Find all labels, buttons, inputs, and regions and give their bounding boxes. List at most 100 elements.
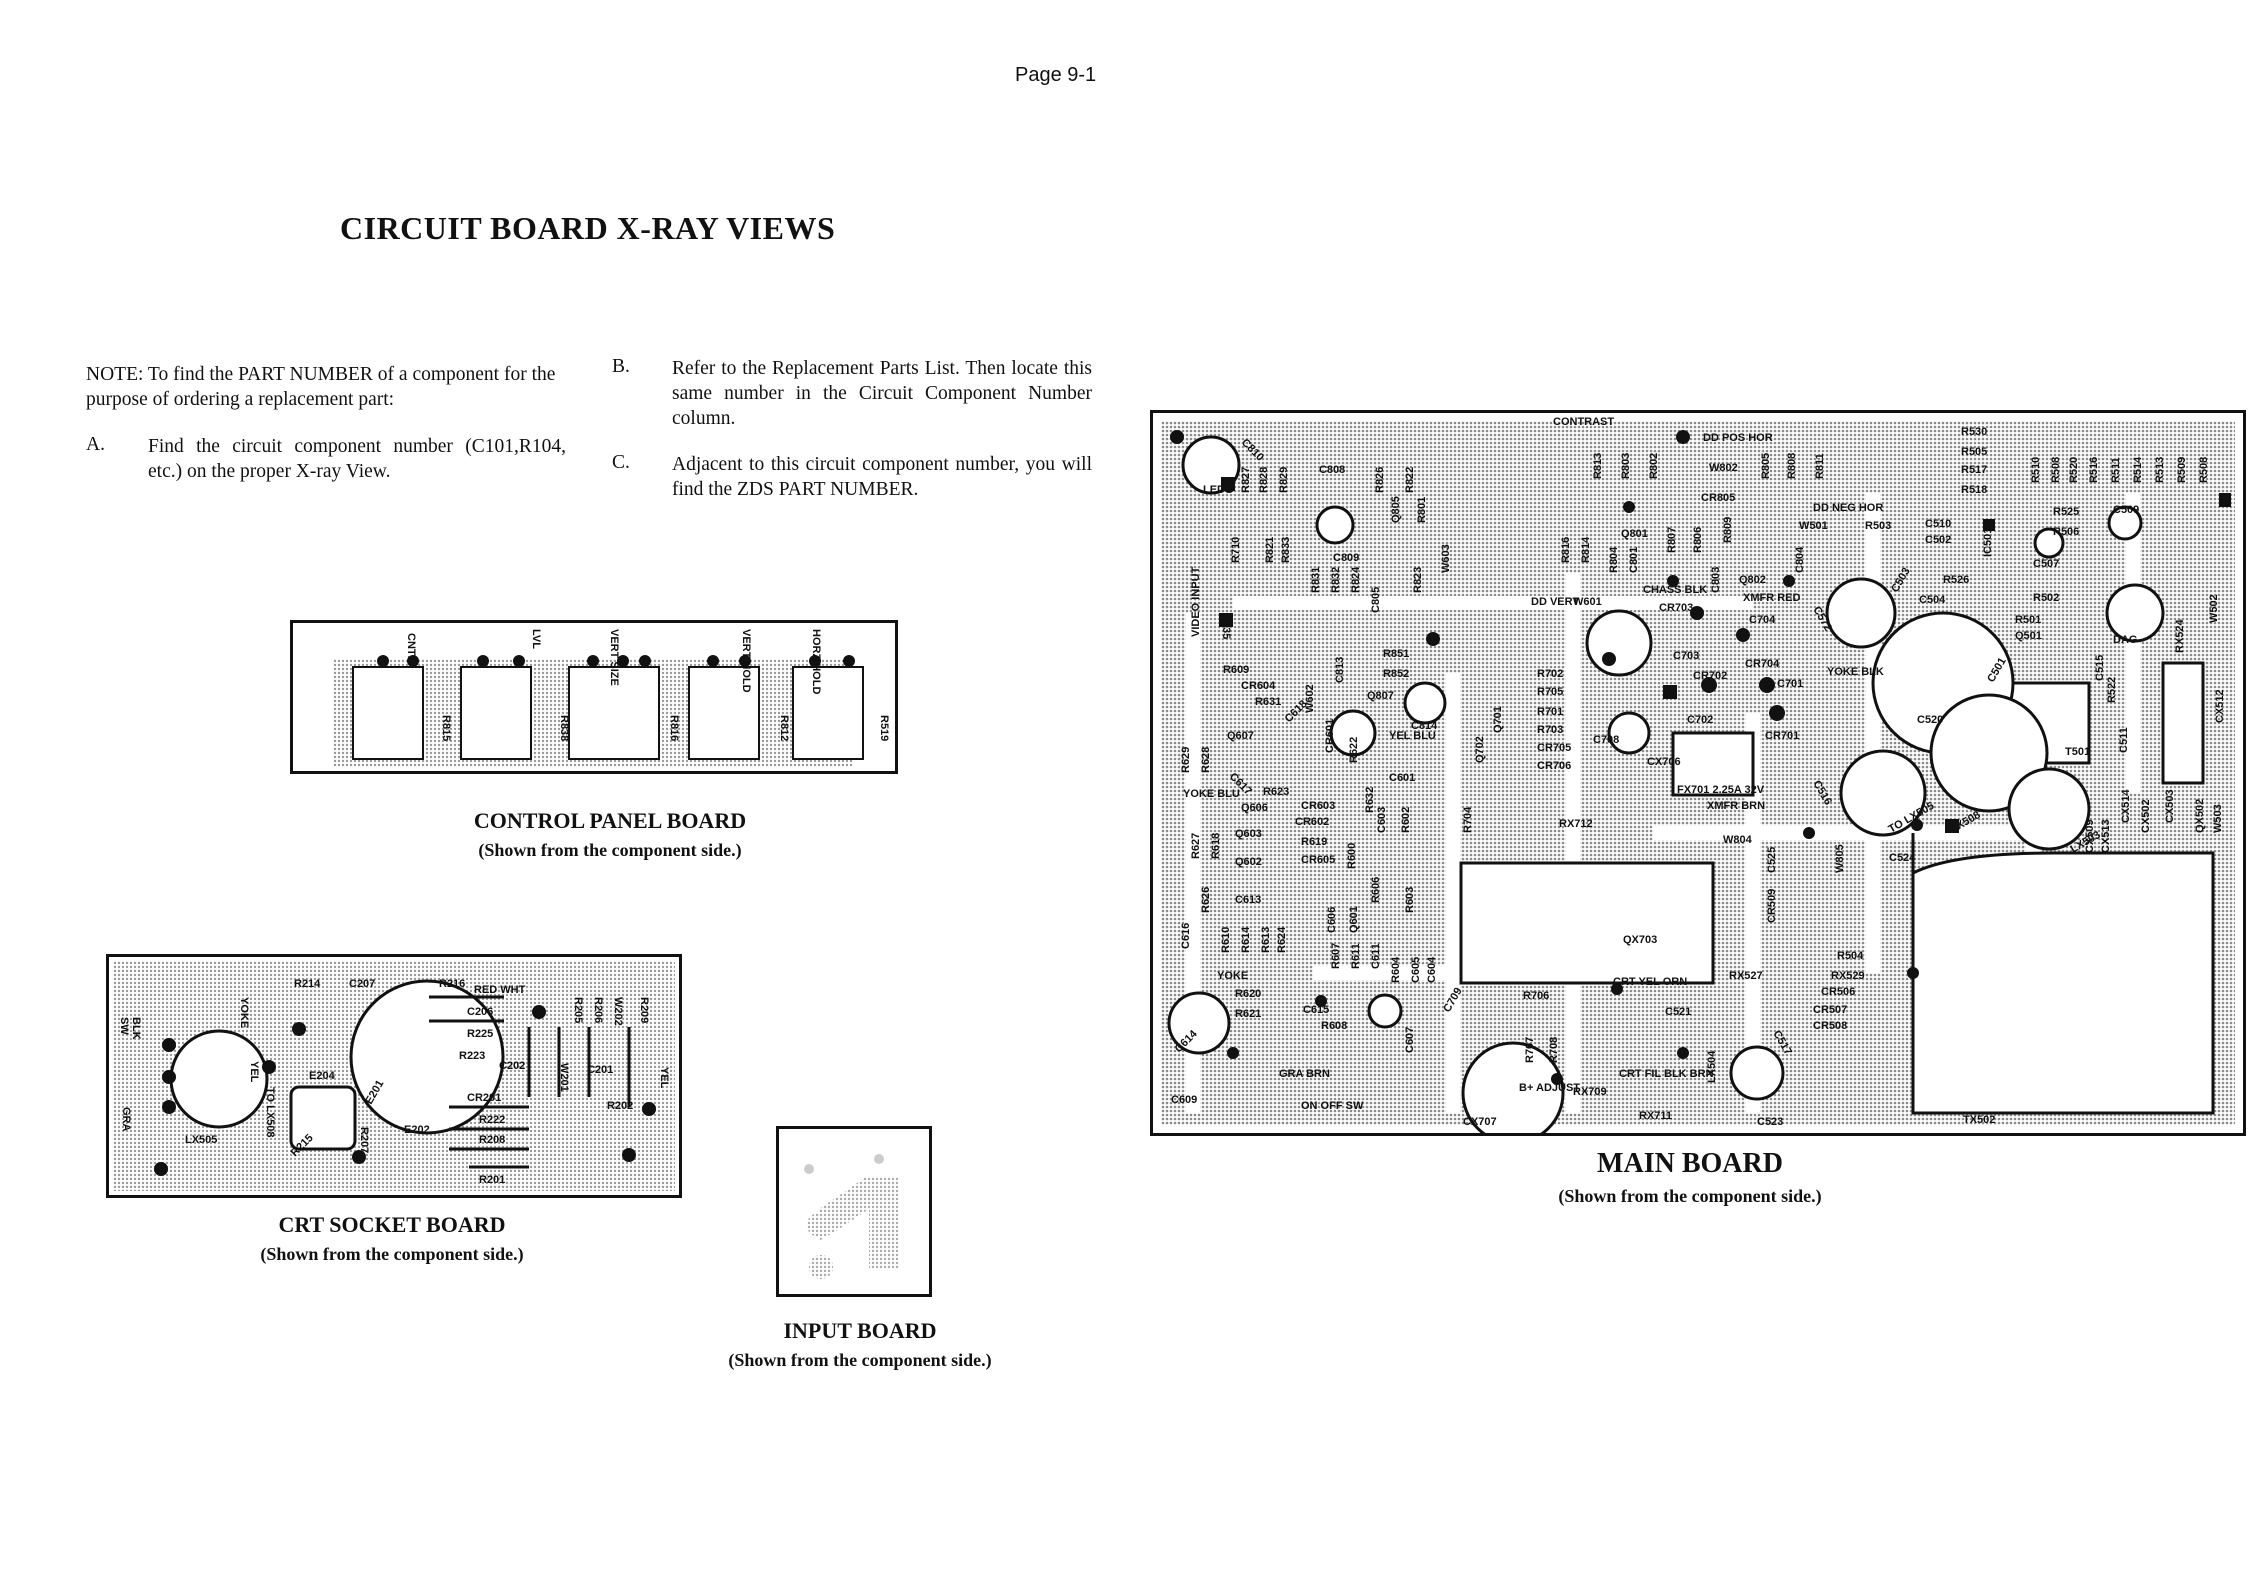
main-label-w804: W804 [1723, 834, 1753, 846]
input-board-caption: INPUT BOARD (Shown from the component si… [640, 1318, 1080, 1371]
main-label-cx707: CX707 [1463, 1116, 1497, 1128]
main-label-rx527: RX527 [1729, 970, 1763, 982]
main-label-r802: R802 [1648, 453, 1660, 479]
main-label-c525: C525 [1766, 847, 1778, 873]
main-label-c704: C704 [1749, 614, 1776, 626]
main-label-r501: R501 [2015, 614, 2041, 626]
main-label-c510: C510 [1925, 518, 1951, 530]
main-label-r710: R710 [1230, 537, 1242, 563]
step-b-text: Refer to the Replacement Parts List. The… [672, 358, 1092, 429]
step-c-letter: C. [612, 452, 630, 473]
main-label-dd-vert: DD VERT [1531, 596, 1580, 608]
main-label-crt-yel-orn: CRT YEL ORN [1613, 976, 1687, 988]
crt-label-yel: YEL [248, 1061, 260, 1083]
main-label-q607: Q607 [1227, 730, 1254, 742]
cp-label-vert-hold: VERT HOLD [740, 629, 752, 693]
crt-label-c206: C206 [467, 1006, 493, 1018]
main-label-w601: W601 [1573, 596, 1602, 608]
main-label-r514: R514 [2132, 456, 2144, 483]
main-label-r606: R606 [1370, 877, 1382, 903]
main-label-q602: Q602 [1235, 856, 1262, 868]
crt-label-red-wht: RED WHT [474, 984, 526, 996]
main-label-c515: C515 [2094, 655, 2106, 681]
crt-label-r208: R208 [479, 1134, 505, 1146]
main-label-r823: R823 [1412, 567, 1424, 593]
main-label-cr605: CR605 [1301, 854, 1335, 866]
main-label-r833: R833 [1280, 537, 1292, 563]
main-label-c601: C601 [1389, 772, 1415, 784]
crt-label-to-lx508: TO LX508 [264, 1087, 276, 1138]
main-label-w502: W502 [2208, 594, 2220, 623]
main-label-c615: C615 [1303, 1004, 1329, 1016]
main-label-r808: R808 [1786, 453, 1798, 479]
main-label-r852: R852 [1383, 668, 1409, 680]
main-label-r607: R607 [1330, 943, 1342, 969]
main-label-c809: C809 [1333, 552, 1359, 564]
crt-label-w201: W201 [558, 1063, 570, 1092]
main-label-r807: R807 [1666, 527, 1678, 553]
main-label-c605: C605 [1410, 957, 1422, 983]
step-a-text: Find the circuit component number (C101,… [148, 436, 566, 482]
main-label-r824: R824 [1350, 566, 1362, 593]
main-board-title: MAIN BOARD [1597, 1148, 1783, 1179]
main-label-r632: R632 [1364, 787, 1376, 813]
main-label-r603: R603 [1404, 887, 1416, 913]
main-label-yoke: YOKE [1217, 970, 1248, 982]
input-board-subtitle: (Shown from the component side.) [728, 1350, 992, 1370]
main-label-r506: R506 [2053, 526, 2079, 538]
main-label-c521: C521 [1665, 1006, 1691, 1018]
crt-label-r206: R206 [592, 997, 604, 1023]
main-label-r505: R505 [1961, 446, 1987, 458]
main-label-r706: R706 [1523, 990, 1549, 1002]
main-label-cr805: CR805 [1701, 492, 1735, 504]
main-label-q805: Q805 [1390, 496, 1402, 523]
main-label-r504: R504 [1837, 950, 1864, 962]
main-label-xmfr-red: XMFR RED [1743, 592, 1801, 604]
main-board: CONTRAST C810 R827 R828 R829 C808 R826 R… [1150, 410, 2246, 1136]
main-label-r513: R513 [2154, 457, 2166, 483]
main-label-r525: R525 [2053, 506, 2079, 518]
main-label-r826: R826 [1374, 467, 1386, 493]
crt-label-r223: R223 [459, 1050, 485, 1062]
main-label-dd-neg-hor: DD NEG HOR [1813, 502, 1883, 514]
main-label-r620: R620 [1235, 988, 1261, 1000]
main-label-dag: DAG [2113, 634, 2137, 646]
main-label-r609: R609 [1223, 664, 1249, 676]
main-label-cx513: CX513 [2100, 819, 2112, 853]
main-label-yoke-blk: YOKE BLK [1827, 666, 1884, 678]
main-label-c504: C504 [1919, 594, 1946, 606]
main-label-c603: C603 [1376, 807, 1388, 833]
main-label-on-off-sw: ON OFF SW [1301, 1100, 1364, 1112]
cp-label-cntr: CNTR [405, 633, 417, 664]
crt-label-sw: SW [118, 1017, 130, 1035]
cp-label-r519: R519 [878, 715, 890, 741]
main-label-q606: Q606 [1241, 802, 1268, 814]
main-label-r516: R516 [2088, 457, 2100, 483]
main-label-r520: R520 [2068, 457, 2080, 483]
crt-label-r209: R209 [638, 997, 650, 1023]
crt-label-r202: R202 [607, 1100, 633, 1112]
control-panel-caption: CONTROL PANEL BOARD (Shown from the comp… [390, 808, 830, 861]
main-label-r613: R613 [1260, 927, 1272, 953]
main-label-q501: Q501 [2015, 630, 2042, 642]
crt-label-r207: R207 [358, 1127, 370, 1153]
main-label-crt-fil: CRT FIL BLK BRN [1619, 1068, 1714, 1080]
crt-label-r216: R216 [439, 978, 465, 990]
main-label-r608: R608 [1321, 1020, 1347, 1032]
crt-socket-caption: CRT SOCKET BOARD (Shown from the compone… [172, 1212, 612, 1265]
crt-label-c202: C202 [499, 1060, 525, 1072]
crt-label-blk: BLK [130, 1017, 142, 1040]
main-label-qx703: QX703 [1623, 934, 1657, 946]
main-board-caption: MAIN BOARD (Shown from the component sid… [1470, 1148, 1910, 1207]
page-number: Page 9-1 [1015, 64, 1097, 86]
main-label-r530: R530 [1961, 426, 1987, 438]
main-label-cx706: CX706 [1647, 756, 1681, 768]
cp-label-horz-hold: HORZ HOLD [810, 629, 822, 694]
main-label-r835: R835 [1220, 613, 1232, 639]
step-b-letter: B. [612, 356, 630, 377]
main-label-r526: R526 [1943, 574, 1969, 586]
control-panel-board: CNTR VERT SIZE VERT HOLD HORZ HOLD LVL R… [290, 620, 898, 774]
main-label-c702: C702 [1687, 714, 1713, 726]
main-label-r828: R828 [1258, 467, 1270, 493]
crt-label-yel-2: YEL [658, 1067, 670, 1089]
